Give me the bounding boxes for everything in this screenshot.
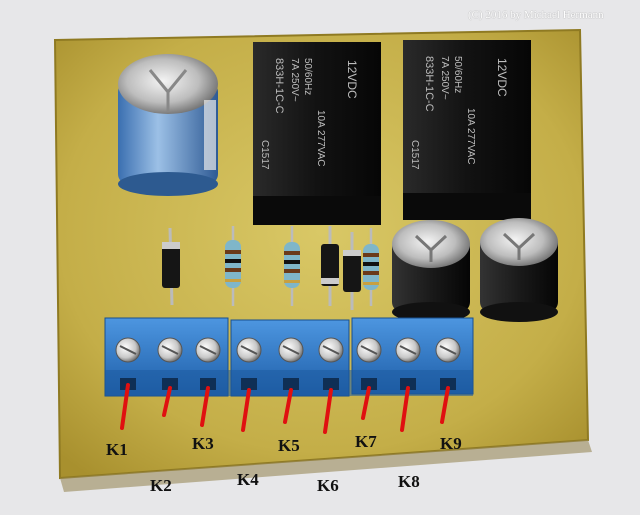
relay-1-code: C1517 xyxy=(259,140,270,170)
relay-2-model: 833H-1C-C xyxy=(423,56,435,112)
svg-text:12VDC: 12VDC xyxy=(495,58,509,97)
marker-line-k6 xyxy=(323,388,333,434)
svg-text:7A 250V~: 7A 250V~ xyxy=(289,58,300,102)
resistor-3 xyxy=(363,228,379,306)
copyright-notice: (C) 2016 by Michael Hermann xyxy=(468,9,604,21)
black-capacitor-2 xyxy=(480,218,558,322)
marker-line-k7 xyxy=(361,386,371,420)
relay-1-voltage: 12VDC xyxy=(345,60,359,99)
resistor-1 xyxy=(225,226,241,306)
relay-2: 833H-1C-C 7A 250V~ 50/60Hz 10A 277VAC 12… xyxy=(403,40,531,220)
wire-entry-2 xyxy=(162,378,178,390)
black-capacitor-1 xyxy=(392,220,470,322)
marker-line-k3 xyxy=(200,386,210,427)
terminal-label-k8: K8 xyxy=(398,472,420,491)
terminal-label-k9: K9 xyxy=(440,434,462,453)
terminal-label-k5: K5 xyxy=(278,436,300,455)
screw-slot-3 xyxy=(199,345,217,355)
blue-capacitor xyxy=(118,54,218,196)
wire-entry-5 xyxy=(283,378,299,390)
screw-slot-9 xyxy=(439,345,457,355)
svg-text:833H-1C-C: 833H-1C-C xyxy=(423,56,435,112)
board-shadow xyxy=(60,440,592,492)
diode-3 xyxy=(343,232,361,310)
screw-slot-1 xyxy=(119,345,137,355)
diode-1 xyxy=(162,227,180,306)
svg-text:50/60Hz: 50/60Hz xyxy=(452,56,463,93)
screw-slot-8 xyxy=(399,345,417,355)
svg-text:7A 250V~: 7A 250V~ xyxy=(439,56,450,100)
relay-1-rating-b: 50/60Hz xyxy=(302,58,313,95)
marker-line-k8 xyxy=(400,386,410,432)
screw-slot-5 xyxy=(282,345,300,355)
svg-text:12VDC: 12VDC xyxy=(345,60,359,99)
marker-line-k2 xyxy=(162,386,172,417)
marker-line-k9 xyxy=(440,386,450,424)
relay-1-rating-a: 7A 250V~ xyxy=(289,58,300,102)
relay-1-model: 833H-1C-C xyxy=(273,58,285,114)
screw-slot-7 xyxy=(360,345,378,355)
terminal-label-k3: K3 xyxy=(192,434,214,453)
wire-entry-4 xyxy=(241,378,257,390)
terminal-block xyxy=(104,317,474,397)
svg-text:10A 277VAC: 10A 277VAC xyxy=(465,108,476,165)
wire-entry-9 xyxy=(440,378,456,390)
relay-2-voltage: 12VDC xyxy=(495,58,509,97)
svg-text:10A 277VAC: 10A 277VAC xyxy=(315,110,326,167)
svg-text:50/60Hz: 50/60Hz xyxy=(302,58,313,95)
relay-1-rating-c: 10A 277VAC xyxy=(315,110,326,167)
marker-line-k4 xyxy=(241,388,251,432)
wire-entry-8 xyxy=(400,378,416,390)
diode-2 xyxy=(321,226,339,306)
resistor-2 xyxy=(284,226,300,306)
relay-2-rating-a: 7A 250V~ xyxy=(439,56,450,100)
svg-text:C1517: C1517 xyxy=(259,140,270,170)
wire-entry-7 xyxy=(361,378,377,390)
wire-entry-6 xyxy=(323,378,339,390)
screw-slot-2 xyxy=(161,345,179,355)
marker-line-k1 xyxy=(120,383,130,430)
marker-line-k5 xyxy=(283,388,293,424)
terminal-label-k7: K7 xyxy=(355,432,377,451)
svg-text:833H-1C-C: 833H-1C-C xyxy=(273,58,285,114)
terminal-markers xyxy=(120,383,450,434)
terminal-label-k1: K1 xyxy=(106,440,128,459)
screw-slot-4 xyxy=(240,345,258,355)
relay-2-rating-c: 10A 277VAC xyxy=(465,108,476,165)
terminal-label-k4: K4 xyxy=(237,470,259,489)
wire-entry-3 xyxy=(200,378,216,390)
svg-text:C1517: C1517 xyxy=(409,140,420,170)
relay-1: 833H-1C-C 7A 250V~ 50/60Hz 10A 277VAC 12… xyxy=(253,42,381,225)
terminal-label-k6: K6 xyxy=(317,476,339,495)
screw-slot-6 xyxy=(322,345,340,355)
relay-2-rating-b: 50/60Hz xyxy=(452,56,463,93)
relay-2-code: C1517 xyxy=(409,140,420,170)
terminal-label-k2: K2 xyxy=(150,476,172,495)
